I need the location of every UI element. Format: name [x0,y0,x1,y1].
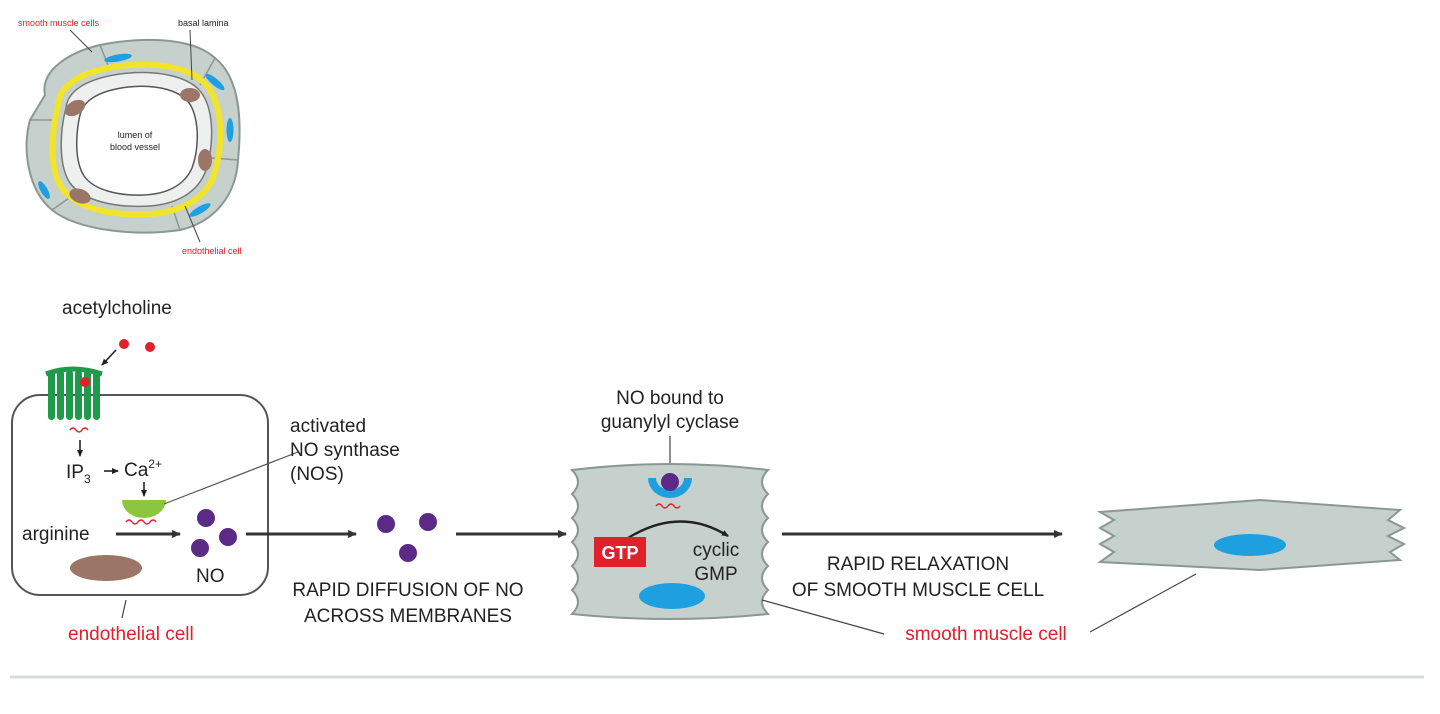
nos-label-line2: NO synthase [290,440,400,461]
relaxed-smooth-muscle-cell [1096,498,1407,572]
label-lumen-line1: lumen of [118,130,153,140]
basal-lamina [49,61,224,218]
diffusion-label-line1: RAPID DIFFUSION OF NO [292,580,523,601]
relaxed-cell-nucleus [1214,534,1286,556]
label-lumen-line2: blood vessel [110,142,160,152]
smooth-muscle-cell-closeup: NO bound to guanylyl cyclase GTP cyclic … [569,388,771,620]
endothelial-cell: acetylcholine IP3 Ca2+ arginine [11,298,299,645]
label-basal-lamina: basal lamina [178,18,229,28]
smooth-muscle-cell-body [569,463,771,620]
ip3-label: IP3 [66,462,91,486]
smooth-muscle-cell-label: smooth muscle cell [905,624,1067,645]
acetylcholine-molecule [119,339,129,349]
diffusing-no [377,513,437,562]
no-molecules [191,509,237,557]
no-molecule [399,544,417,562]
smooth-muscle-nucleus [38,181,50,199]
cgmp-label-line2: GMP [694,564,737,585]
guanylyl-cyclase [648,478,692,498]
smooth-muscle-nucleus [226,118,234,142]
smooth-muscle-nucleus [189,203,211,217]
acetylcholine-molecule [145,342,155,352]
cgmp-label-line1: cyclic [693,540,739,561]
endothelial-nucleus-main [70,555,142,581]
no-molecule [191,539,209,557]
nos-label-line3: (NOS) [290,464,344,485]
conversion-arrow [627,520,729,540]
smooth-muscle-nucleus [104,53,132,63]
smooth-muscle-nucleus-closeup [639,583,705,609]
acetylcholine-label: acetylcholine [62,298,172,319]
relaxation-label-line1: RAPID RELAXATION [827,554,1009,575]
diffusion-label-line2: ACROSS MEMBRANES [304,606,512,627]
endothelial-nucleus [180,88,200,102]
vessel-lumen [75,85,198,196]
bound-label-line2: guanylyl cyclase [601,412,739,433]
relaxation-label-line2: OF SMOOTH MUSCLE CELL [792,580,1044,601]
bound-acetylcholine [80,377,90,387]
receptor-tail [69,427,89,433]
no-molecule [197,509,215,527]
endothelial-nucleus [198,149,212,171]
endothelial-nucleus [69,188,91,204]
endothelial-nucleus [64,99,86,117]
nos-label-line1: activated [290,416,366,437]
bound-label-line1: NO bound to [616,388,724,409]
bound-no-molecule [661,473,679,491]
arginine-label: arginine [22,524,90,545]
label-smooth-muscle-cells: smooth muscle cells [18,18,100,28]
no-molecule [377,515,395,533]
calcium-label: Ca2+ [124,457,162,481]
vessel-cross-section: smooth muscle cells basal lamina lumen o… [18,18,242,256]
no-label: NO [196,566,225,587]
no-molecule [419,513,437,531]
no-molecule [219,528,237,546]
label-endothelial-cell-inset: endothelial cell [182,246,242,256]
endothelial-cell-label: endothelial cell [68,624,194,645]
gtp-label: GTP [601,543,638,563]
smooth-muscle-nucleus [205,73,225,91]
nos-enzyme [122,500,166,518]
gtp-box [594,537,646,567]
